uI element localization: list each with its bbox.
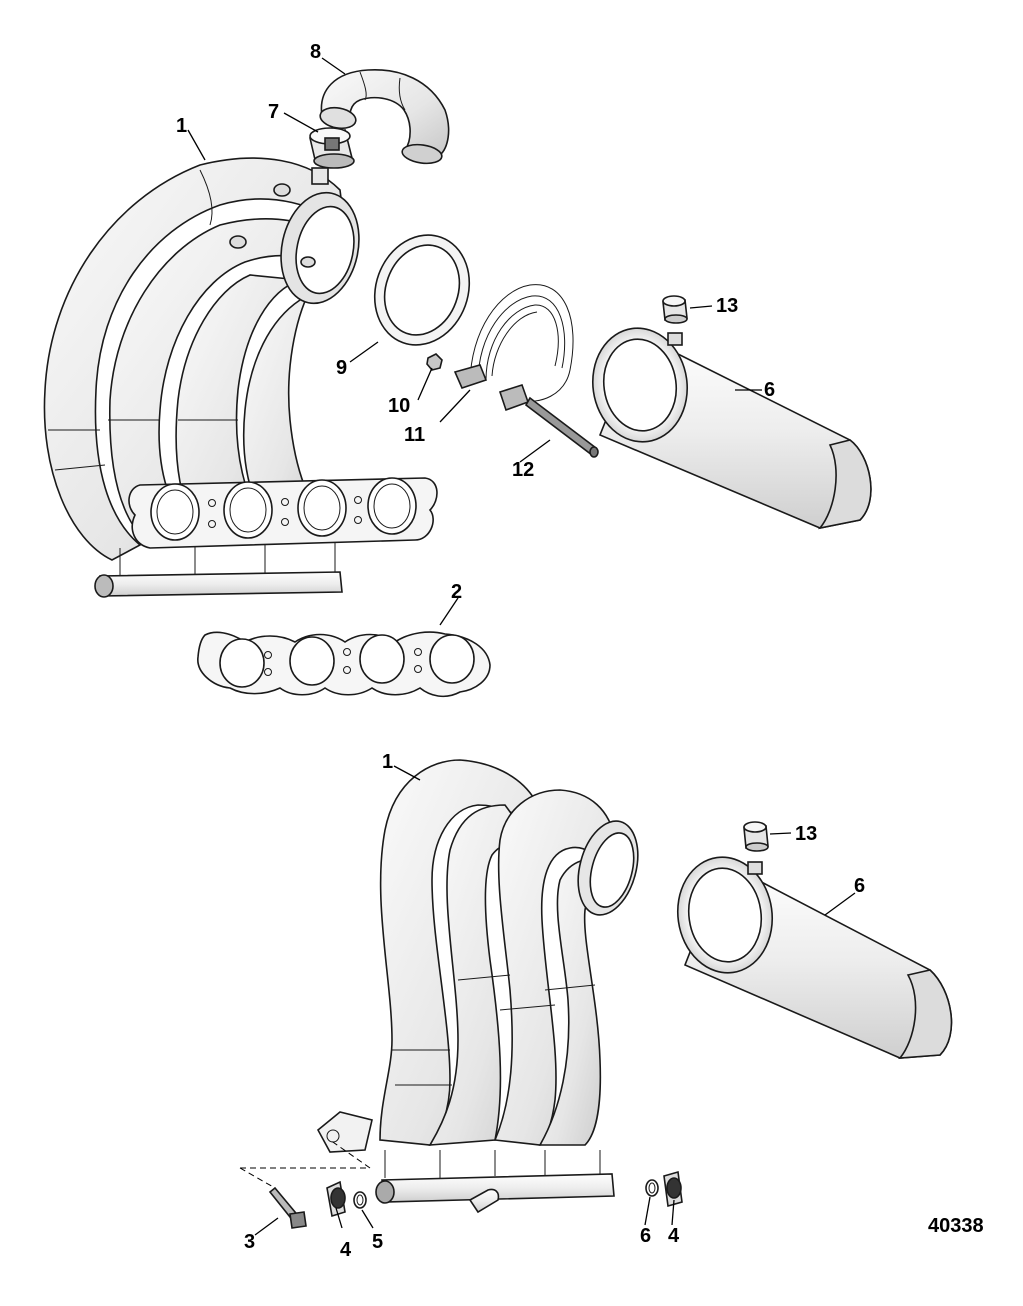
o-ring-left [353, 1191, 367, 1209]
callout-6-small: 6 [640, 1225, 651, 1247]
exhaust-manifold-top [43, 157, 438, 598]
nut [426, 353, 443, 371]
bolt [268, 1186, 307, 1229]
callout-6-top: 6 [764, 379, 775, 401]
drain-plug-left [326, 1180, 346, 1218]
callout-6-bottom: 6 [854, 875, 865, 897]
callout-13-top: 13 [716, 295, 738, 317]
o-ring-right [645, 1179, 659, 1197]
hose-fitting [309, 127, 355, 169]
callout-8: 8 [310, 41, 321, 63]
exhaust-tube-top [591, 327, 872, 530]
callout-9: 9 [336, 357, 347, 379]
manifold-gasket [197, 631, 491, 698]
callout-13-bottom: 13 [795, 823, 817, 845]
reference-line [240, 1139, 372, 1169]
callout-4-left: 4 [340, 1239, 352, 1261]
callout-12: 12 [512, 459, 534, 481]
figure-number: 40338 [928, 1215, 984, 1237]
callout-2: 2 [451, 581, 462, 603]
callout-3: 3 [244, 1231, 255, 1253]
plug-cap-bottom [743, 821, 769, 852]
t-bolt [524, 396, 599, 458]
callout-5: 5 [372, 1231, 383, 1253]
drain-plug-right [663, 1170, 683, 1208]
callout-1-bottom: 1 [382, 751, 393, 773]
exhaust-tube-bottom [676, 856, 953, 1059]
reference-line-2 [239, 1167, 276, 1189]
exhaust-manifold-bottom [316, 759, 639, 1214]
callout-1-top: 1 [176, 115, 187, 137]
callout-11: 11 [404, 424, 425, 446]
plug-cap-top [662, 295, 688, 324]
callout-10: 10 [388, 395, 410, 417]
u-hose [319, 69, 450, 165]
callout-7: 7 [268, 101, 279, 123]
leader-lines [187, 57, 856, 1236]
gasket-ring [373, 234, 471, 346]
v-band-clamp [453, 284, 574, 412]
callout-4-right: 4 [668, 1225, 680, 1247]
callout-labels: 8 7 1 9 10 11 12 13 6 2 1 13 6 3 4 5 6 4… [176, 41, 984, 1261]
